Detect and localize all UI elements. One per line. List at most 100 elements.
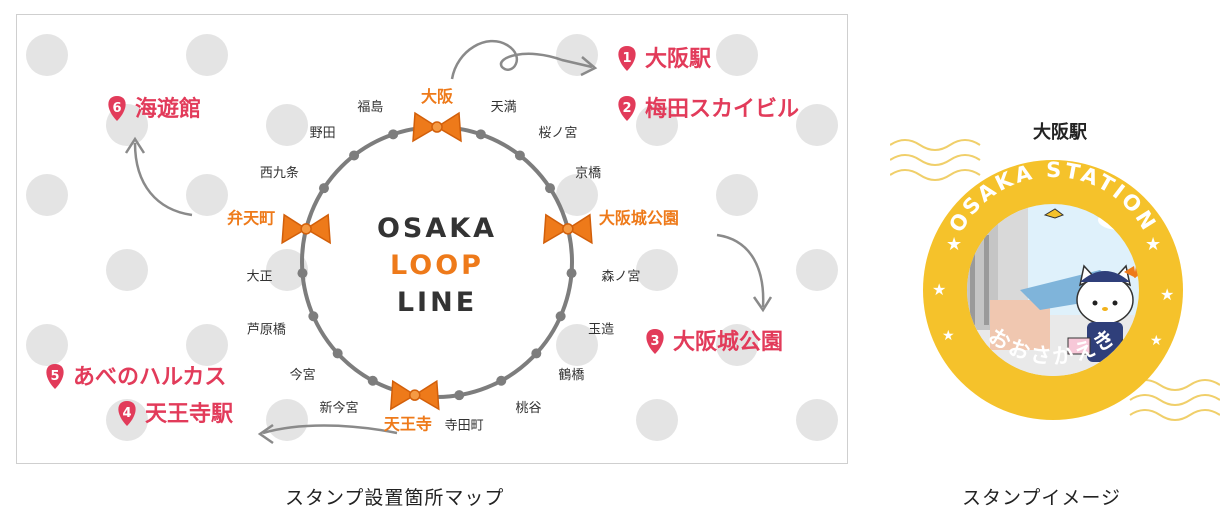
station-label-major: 天王寺 bbox=[384, 415, 432, 434]
stamp-spot: 1 大阪駅 bbox=[618, 46, 711, 72]
arrow-to-osakajo-koen bbox=[716, 233, 765, 308]
logo-loop: LOOP bbox=[390, 250, 484, 281]
spot-name: 海遊館 bbox=[135, 96, 201, 122]
spot-name: 大阪城公園 bbox=[673, 329, 783, 355]
arrow-to-tennoji-station bbox=[262, 424, 398, 435]
station-dot bbox=[454, 390, 465, 401]
stamp-spots-layer: 1 大阪駅 2 梅田スカイビル 3 大阪城公園 4 天王寺駅 5 あべのハルカス 6 海遊館 bbox=[46, 46, 799, 427]
loop-logo: OSAKA LOOP LINE bbox=[377, 213, 494, 318]
bg-dot bbox=[266, 399, 308, 441]
bird-icon bbox=[1043, 208, 1065, 219]
ring-stars: ★ ★ ★ ★ ★ ★ bbox=[932, 234, 1174, 349]
bow-icon bbox=[281, 213, 331, 245]
bg-dot bbox=[716, 34, 758, 76]
bg-dot bbox=[556, 174, 598, 216]
stamp-spot: 3 大阪城公園 bbox=[646, 329, 783, 355]
stamp-image: ★ ★ ★ ★ ★ ★ OSAKA STATION おおさかえき bbox=[890, 139, 1220, 421]
station-dot bbox=[531, 348, 542, 359]
bg-dot bbox=[186, 34, 228, 76]
map-caption: スタンプ設置箇所マップ bbox=[285, 487, 505, 509]
bg-dot bbox=[106, 249, 148, 291]
arrowhead-osakajo bbox=[752, 296, 773, 313]
bg-dot bbox=[636, 399, 678, 441]
bg-dot bbox=[636, 249, 678, 291]
spot-name: あべのハルカス bbox=[73, 365, 226, 390]
pin-icon bbox=[618, 96, 636, 121]
station-label: 大正 bbox=[247, 270, 273, 285]
station-dot bbox=[514, 150, 525, 161]
stations-layer: 大阪天満桜ノ宮京橋大阪城公園森ノ宮玉造鶴橋桃谷寺田町天王寺新今宮今宮芦原橋大正弁… bbox=[227, 87, 679, 434]
bg-dot bbox=[266, 104, 308, 146]
station-label: 森ノ宮 bbox=[601, 269, 640, 285]
bg-dot bbox=[796, 104, 838, 146]
spot-number: 6 bbox=[112, 101, 121, 116]
station-dot bbox=[388, 129, 399, 140]
bg-dot bbox=[716, 324, 758, 366]
bg-dot bbox=[556, 324, 598, 366]
svg-text:★: ★ bbox=[932, 280, 946, 299]
spot-number: 5 bbox=[50, 369, 59, 384]
arrowhead-tennoji bbox=[257, 423, 274, 445]
arrow-to-kaiyukan bbox=[133, 142, 193, 217]
bg-dot bbox=[266, 249, 308, 291]
station-label: 玉造 bbox=[588, 322, 614, 337]
bow-icon bbox=[412, 111, 462, 143]
svg-text:★: ★ bbox=[1150, 333, 1163, 349]
station-label: 野田 bbox=[310, 126, 336, 141]
station-label: 寺田町 bbox=[445, 419, 484, 434]
pin-icon bbox=[646, 329, 664, 354]
station-label: 鶴橋 bbox=[558, 367, 584, 383]
svg-text:★: ★ bbox=[946, 234, 962, 255]
station-dot bbox=[318, 183, 329, 194]
station-dot bbox=[332, 348, 343, 359]
bg-dot bbox=[796, 399, 838, 441]
station-dot bbox=[496, 375, 507, 386]
stamp-spot: 5 あべのハルカス bbox=[46, 364, 226, 390]
station-dot bbox=[349, 150, 360, 161]
station-label: 桃谷 bbox=[516, 401, 542, 416]
station-dot bbox=[545, 183, 556, 194]
arrowhead-kaiyukan bbox=[124, 136, 146, 154]
stamp-spot: 6 海遊館 bbox=[108, 96, 201, 122]
station-label-major: 大阪城公園 bbox=[599, 209, 679, 228]
spot-number: 4 bbox=[122, 406, 131, 421]
spot-name: 梅田スカイビル bbox=[645, 96, 799, 122]
svg-text:★: ★ bbox=[942, 328, 955, 344]
bg-dot bbox=[26, 324, 68, 366]
bg-dot bbox=[26, 174, 68, 216]
arrow-to-osaka-station bbox=[450, 39, 593, 80]
pin-icon bbox=[118, 401, 136, 426]
spot-number: 3 bbox=[650, 334, 659, 349]
stamp-map-panel: 大阪天満桜ノ宮京橋大阪城公園森ノ宮玉造鶴橋桃谷寺田町天王寺新今宮今宮芦原橋大正弁… bbox=[16, 14, 848, 464]
station-dot bbox=[475, 129, 486, 140]
station-dot bbox=[308, 311, 319, 322]
spot-name: 大阪駅 bbox=[645, 47, 711, 72]
bg-dot bbox=[716, 174, 758, 216]
logo-line: LINE bbox=[397, 287, 477, 318]
station-dot bbox=[297, 268, 308, 279]
station-label: 今宮 bbox=[290, 367, 316, 383]
station-label: 芦原橋 bbox=[247, 322, 286, 337]
stamp-spot: 4 天王寺駅 bbox=[118, 401, 233, 427]
pin-icon bbox=[46, 364, 64, 389]
pin-icon bbox=[618, 46, 636, 71]
spot-number: 2 bbox=[622, 101, 631, 116]
station-dot bbox=[555, 311, 566, 322]
svg-text:★: ★ bbox=[1160, 285, 1174, 304]
stamp-spot: 2 梅田スカイビル bbox=[618, 96, 799, 122]
station-label: 天満 bbox=[491, 100, 517, 115]
bg-dot bbox=[636, 104, 678, 146]
station-label: 京橋 bbox=[575, 166, 601, 181]
arrowhead-osaka bbox=[580, 56, 598, 77]
station-dot bbox=[367, 375, 378, 386]
bg-dot bbox=[796, 249, 838, 291]
spot-name: 天王寺駅 bbox=[145, 402, 233, 427]
bow-icon bbox=[543, 213, 593, 245]
station-label-major: 弁天町 bbox=[227, 209, 275, 228]
station-label: 福島 bbox=[357, 100, 383, 115]
station-label: 桜ノ宮 bbox=[538, 125, 577, 141]
station-label-major: 大阪 bbox=[421, 87, 454, 106]
station-dot bbox=[566, 268, 577, 279]
spot-number: 1 bbox=[622, 51, 631, 66]
stamp-caption: スタンプイメージ bbox=[962, 487, 1122, 509]
